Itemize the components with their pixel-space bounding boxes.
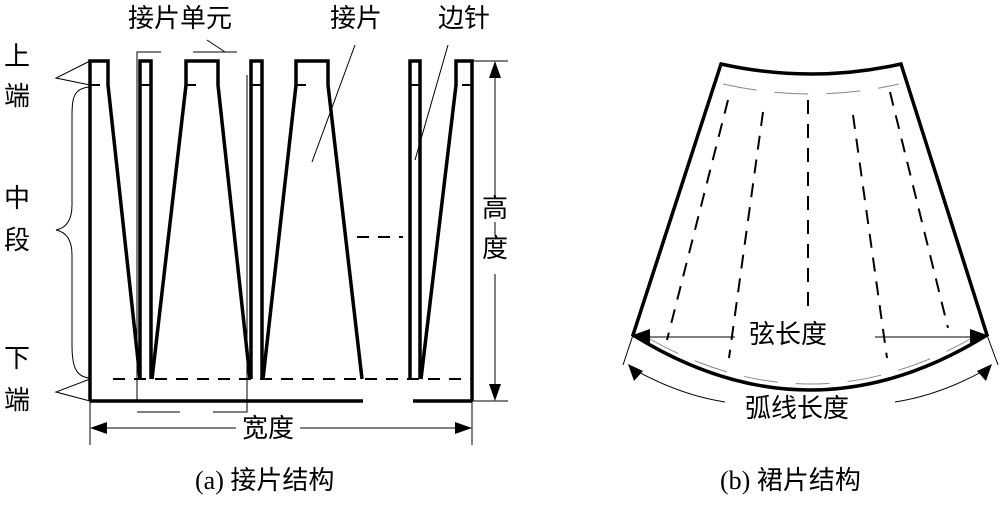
arrowhead-icon <box>489 384 501 401</box>
top-end-label-1: 上 <box>4 42 31 71</box>
arc-extension <box>622 334 999 366</box>
arrowhead-icon <box>628 364 643 381</box>
narrow-strip-2 <box>249 59 264 379</box>
arrowheads-a <box>90 61 501 434</box>
width-label: 宽度 <box>236 416 301 442</box>
skirt-panel-drawing <box>622 61 999 403</box>
top-end-label-2: 端 <box>4 82 31 111</box>
bottom-end-label-1: 下 <box>4 344 31 373</box>
panel-structure-drawing <box>88 59 474 403</box>
height-extension <box>472 60 508 402</box>
height-label-2: 度 <box>482 236 509 274</box>
arrowhead-icon <box>633 329 650 343</box>
left-edge-piece <box>88 59 142 401</box>
narrow-strip-3 <box>408 59 422 379</box>
arc-length-label: 弧线长度 <box>745 394 850 423</box>
seam-lines <box>666 91 949 359</box>
side-needle-leader <box>414 44 449 161</box>
caption-b: (b) 裙片结构 <box>720 466 861 495</box>
trapezoid-piece-2 <box>261 59 364 380</box>
narrow-strip-1 <box>138 59 153 379</box>
top-end-pointer <box>54 60 91 86</box>
arrowhead-icon <box>90 422 107 434</box>
trapezoid-piece-1 <box>150 59 252 380</box>
dashed-guides <box>90 84 472 380</box>
unit-label: 接片单元 <box>128 4 233 33</box>
arrowhead-icon <box>970 329 987 343</box>
width-extension <box>89 401 473 445</box>
bottom-inner-arc <box>647 337 973 385</box>
middle-label-1: 中 <box>4 184 31 213</box>
arrowhead-icon <box>489 61 501 78</box>
side-needle-label: 边针 <box>438 4 491 33</box>
height-label-1: 高 <box>482 194 509 223</box>
chord-length-label: 弦长度 <box>749 320 828 349</box>
arrowheads-b <box>628 329 992 381</box>
top-inner-arc <box>722 83 900 95</box>
skirt-outline <box>630 61 990 392</box>
bottom-end-pointer <box>54 378 91 402</box>
piece-label: 接片 <box>330 4 383 33</box>
right-edge-piece <box>419 59 474 401</box>
middle-brace <box>55 86 91 379</box>
piece-leader <box>311 44 356 163</box>
arrowhead-icon <box>455 422 472 434</box>
caption-a: (a) 接片结构 <box>195 466 335 495</box>
arc-arrow-line <box>634 369 986 403</box>
annotation-lines <box>54 39 508 445</box>
unit-bracket <box>136 39 248 413</box>
bottom-end-label-2: 端 <box>4 386 31 415</box>
middle-label-2: 段 <box>4 226 31 255</box>
arrowhead-icon <box>977 364 992 381</box>
